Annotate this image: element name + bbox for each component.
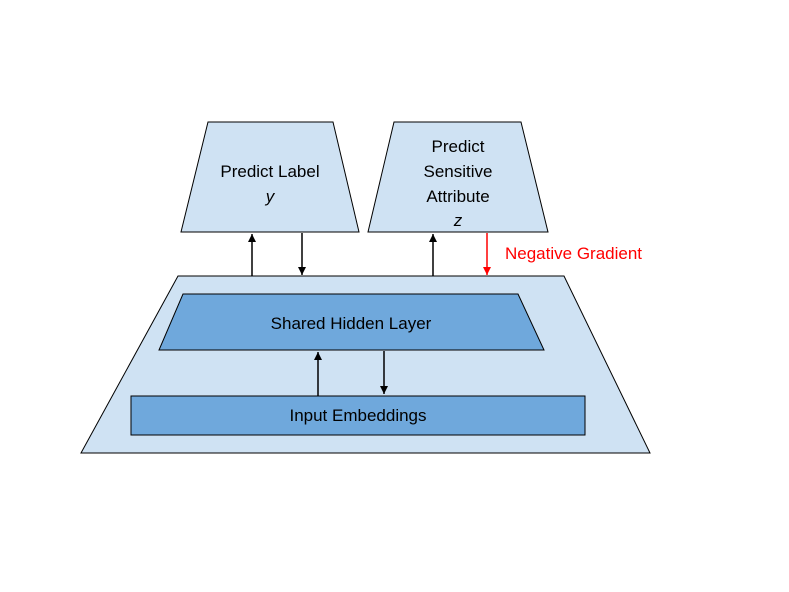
input-embeddings-label: Input Embeddings: [289, 406, 426, 425]
input-embeddings: [130, 395, 586, 436]
predict-label-head: [180, 121, 360, 233]
predict-sensitive-attribute-head: [367, 121, 549, 233]
shared-hidden-layer-label: Shared Hidden Layer: [271, 314, 432, 333]
shared-hidden-layer: [158, 293, 545, 351]
negative-gradient-label: Negative Gradient: [505, 244, 642, 263]
predict-label-title: Predict Label: [220, 162, 319, 181]
predict-sensitive-line2: Sensitive: [424, 162, 493, 181]
predict-sensitive-line3: Attribute: [426, 187, 489, 206]
predict-sensitive-line1: Predict: [432, 137, 485, 156]
predict-sensitive-variable: z: [453, 211, 463, 230]
predict-label-variable: y: [265, 187, 276, 206]
